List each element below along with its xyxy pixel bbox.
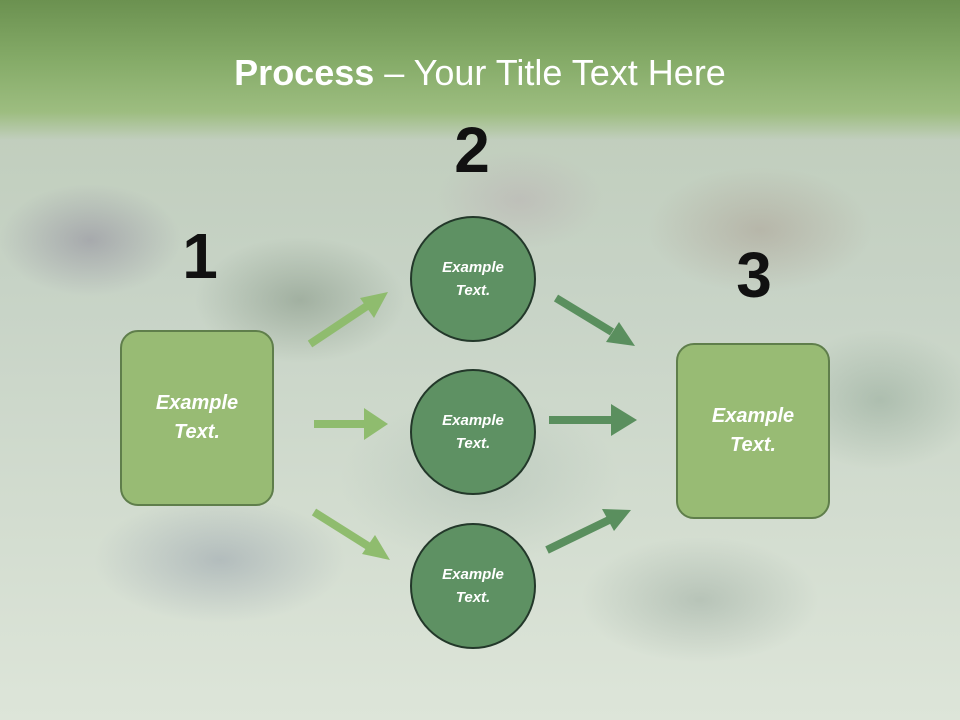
circle-middle-text: Example Text. [442, 412, 504, 452]
arrow-left-to-top [307, 292, 388, 348]
process-box-left: Example Text. [120, 330, 274, 506]
step-number-1: 1 [182, 220, 218, 292]
process-circle-bottom: Example Text. [410, 523, 536, 649]
arrow-top-to-right [553, 294, 635, 346]
slide-title: Process – Your Title Text Here [0, 52, 960, 94]
step-number-3: 3 [736, 239, 772, 311]
process-box-right: Example Text. [676, 343, 830, 519]
process-circle-middle: Example Text. [410, 369, 536, 495]
process-circle-top: Example Text. [410, 216, 536, 342]
arrow-bottom-to-right [545, 509, 631, 554]
box-left-text: Example Text. [155, 392, 239, 443]
arrow-left-to-middle [314, 408, 388, 440]
arrow-left-to-bottom [311, 508, 390, 560]
circle-top-text: Example Text. [442, 259, 504, 299]
step-number-2: 2 [454, 114, 490, 186]
box-right-text: Example Text. [711, 405, 795, 456]
arrow-middle-to-right [549, 404, 637, 436]
title-bold: Process [234, 52, 375, 93]
title-band [0, 0, 960, 140]
circle-bottom-text: Example Text. [442, 566, 504, 606]
title-rest: – Your Title Text Here [374, 52, 726, 93]
